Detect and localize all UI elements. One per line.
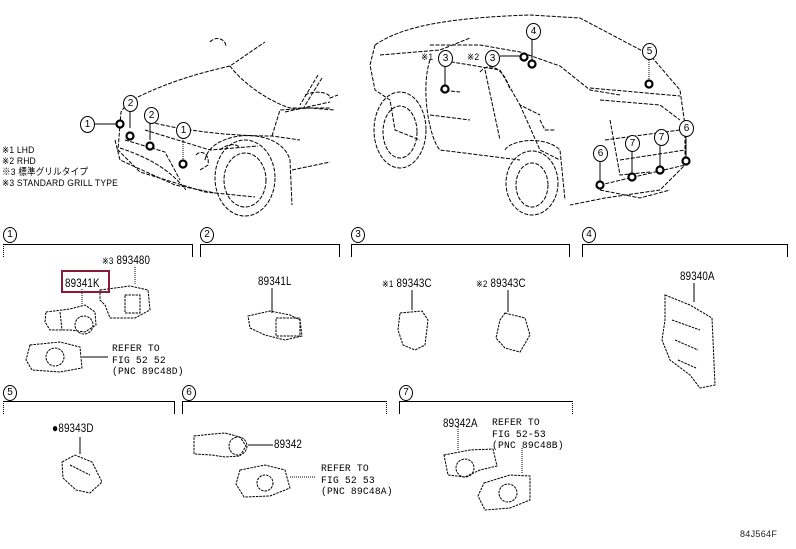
note-rhd: ※2 RHD [2, 156, 118, 167]
section-1-refer-note[interactable]: REFER TO FIG 52 52 (PNC 89C48D) [112, 343, 184, 378]
note-standard-grill-jp: ※3 標準グリルタイプ [2, 167, 118, 178]
callout-6[interactable]: 6 [679, 120, 694, 137]
note-mark: ※3 [2, 178, 15, 189]
notes-legend: ※1 LHD ※2 RHD ※3 標準グリルタイプ ※3 STANDARD GR… [2, 145, 131, 189]
section-5-bracket [3, 401, 175, 414]
part-number-89343d[interactable]: ●89343D [52, 422, 94, 435]
callout-5[interactable]: 5 [642, 43, 657, 60]
section-5-label: 5 [3, 385, 17, 401]
section-7-bracket [399, 401, 573, 414]
note-lhd: ※1 LHD [2, 145, 118, 156]
part-number-89341l[interactable]: 89341L [258, 276, 292, 288]
section-3-bracket [351, 244, 570, 257]
front-car-sensor-dots [115, 119, 188, 169]
part-number-89340a[interactable]: 89340A [680, 271, 715, 283]
part-number-text: 89343D [58, 423, 94, 435]
callout-3[interactable]: 3 [485, 50, 500, 67]
rear-car-drawing [369, 14, 686, 216]
callout-1[interactable]: 1 [80, 116, 95, 133]
note-text: RHD [16, 156, 36, 167]
rear-car-leaders [444, 38, 687, 183]
part-89341k-highlight[interactable]: 89341K [61, 270, 110, 293]
part-number-89342a[interactable]: 89342A [443, 418, 478, 430]
part-number-text: 89343C [396, 278, 432, 290]
part-note-mark: ※1 [382, 279, 394, 290]
part-number-text: 893480 [116, 255, 151, 267]
figure-code: 84J564F [740, 529, 778, 539]
section-4-label: 4 [582, 227, 596, 243]
section-1-label: 1 [3, 227, 17, 243]
section-6-bracket [182, 401, 387, 414]
note-text: 標準グリルタイプ [18, 167, 89, 178]
section-2-bracket [200, 244, 340, 257]
callout-7[interactable]: 7 [625, 135, 640, 152]
note-mark: ※3 [2, 167, 16, 178]
note-text: LHD [16, 145, 35, 156]
section-4-bracket [582, 244, 788, 257]
part-note-mark: ※3 [102, 256, 114, 267]
rear-callout-3-lhd-mark: ※1 [421, 52, 434, 63]
note-text: STANDARD GRILL TYPE [16, 178, 118, 189]
rear-car-sensor-dots [440, 52, 691, 190]
note-mark: ※1 [2, 145, 15, 156]
section-2-label: 2 [200, 227, 214, 243]
callout-7[interactable]: 7 [654, 129, 669, 146]
callout-1[interactable]: 1 [176, 122, 191, 139]
section-6-refer-note[interactable]: REFER TO FIG 52 53 (PNC 89C48A) [321, 463, 393, 498]
section-7-label: 7 [399, 385, 413, 401]
callout-2[interactable]: 2 [123, 95, 138, 112]
section-1-bracket [3, 244, 193, 257]
part-sketches [25, 267, 716, 511]
part-number-text: 89343C [490, 278, 526, 290]
callout-3[interactable]: 3 [438, 50, 453, 67]
part-note-mark: ※2 [476, 279, 488, 290]
section-7-refer-note[interactable]: REFER TO FIG 52-53 (PNC 89C48B) [492, 417, 564, 452]
section-3-label: 3 [351, 227, 365, 243]
front-car-drawing [114, 38, 339, 217]
part-number-893480[interactable]: ※3 893480 [102, 255, 150, 267]
section-6-label: 6 [182, 385, 196, 401]
part-number-89342[interactable]: 89342 [274, 439, 303, 451]
note-standard-grill-en: ※3 STANDARD GRILL TYPE [2, 178, 118, 189]
filled-circle-icon: ● [52, 421, 59, 435]
part-number-89341k[interactable]: 89341K [65, 278, 100, 290]
callout-6[interactable]: 6 [593, 145, 608, 162]
part-number-89343c-lhd[interactable]: ※1 89343C [382, 278, 432, 290]
rear-callout-3-rhd-mark: ※2 [467, 52, 480, 63]
note-mark: ※2 [2, 156, 15, 167]
callout-2[interactable]: 2 [144, 107, 159, 124]
part-number-89343c-rhd[interactable]: ※2 89343C [476, 278, 526, 290]
callout-4[interactable]: 4 [526, 23, 541, 40]
